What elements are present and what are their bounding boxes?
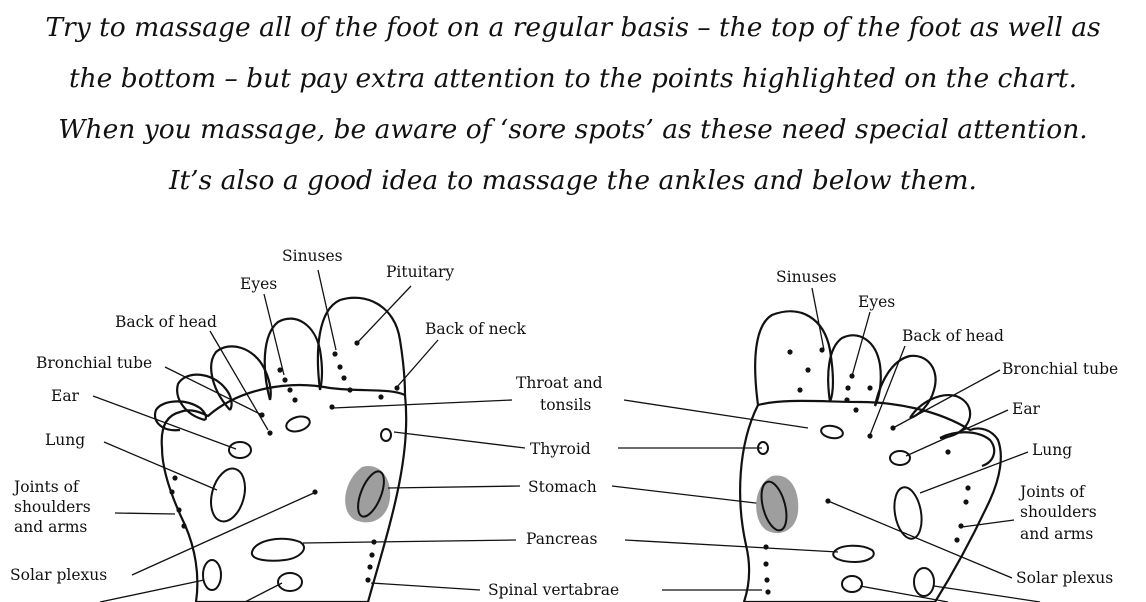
center-label-spinal-vertabrae: Spinal vertabrae <box>488 581 619 599</box>
right-toe-3 <box>873 354 937 420</box>
right-leader-lines <box>811 287 1041 602</box>
right-reflex-dots <box>763 347 971 595</box>
right-foot: Sinuses Eyes Back of head Bronchial tube… <box>739 268 1118 602</box>
foot-reflexology-chart: Sinuses Eyes Pituitary Back of head Back… <box>10 247 1118 602</box>
intro-text: Try to massage all of the foot on a regu… <box>0 0 1146 206</box>
right-label-solar-plexus: Solar plexus <box>1016 569 1113 587</box>
center-label-thyroid: Thyroid <box>530 440 591 458</box>
left-foot: Sinuses Eyes Pituitary Back of head Back… <box>10 247 526 602</box>
left-label-eyes: Eyes <box>240 275 277 293</box>
intro-line-1: Try to massage all of the foot on a regu… <box>45 12 1101 43</box>
right-label-eyes: Eyes <box>858 293 895 311</box>
right-label-joints-1: Joints of <box>1018 483 1086 501</box>
center-label-stomach: Stomach <box>528 478 597 496</box>
left-label-back-of-neck: Back of neck <box>425 320 526 338</box>
right-foot-outline <box>739 399 1002 602</box>
left-leader-lines <box>92 269 439 602</box>
left-toe-3 <box>210 345 272 411</box>
right-throat-organ <box>820 424 844 440</box>
left-toe-5 <box>153 400 208 432</box>
left-label-sinuses: Sinuses <box>282 247 343 265</box>
left-stomach-organ <box>357 470 385 518</box>
right-label-ear: Ear <box>1012 400 1041 418</box>
center-labels: Throat and tonsils Thyroid Stomach Pancr… <box>302 374 839 599</box>
left-throat-organ <box>285 415 311 433</box>
left-toe-2 <box>263 317 323 401</box>
left-ear-organ <box>228 441 252 459</box>
center-label-throat-1: Throat and <box>516 374 603 392</box>
right-toe-5 <box>939 431 996 468</box>
right-label-joints-2: shoulders <box>1020 503 1097 521</box>
right-label-joints-3: and arms <box>1020 525 1093 543</box>
left-lower-organ <box>277 572 303 592</box>
left-label-bronchial-tube: Bronchial tube <box>36 354 152 372</box>
right-lung-organ <box>893 486 923 540</box>
left-pancreas-organ <box>250 537 305 562</box>
right-thyroid-organ <box>757 441 769 455</box>
intro-line-4: It’s also a good idea to massage the ank… <box>169 165 977 196</box>
intro-line-2: the bottom – but pay extra attention to … <box>68 63 1078 94</box>
center-label-throat-2: tonsils <box>540 396 591 414</box>
left-label-joints-2: shoulders <box>14 498 91 516</box>
right-toe-1 <box>754 310 835 406</box>
right-ear-organ <box>889 450 911 466</box>
center-leader-lines <box>302 399 839 591</box>
left-label-joints-1: Joints of <box>12 478 80 496</box>
center-label-pancreas: Pancreas <box>526 530 597 548</box>
right-toe-2 <box>827 334 882 407</box>
left-label-pituitary: Pituitary <box>386 263 454 281</box>
left-label-solar-plexus: Solar plexus <box>10 566 107 584</box>
left-label-joints-3: and arms <box>14 518 87 536</box>
right-pancreas-organ <box>832 544 875 564</box>
left-label-lung: Lung <box>45 431 85 449</box>
right-solar-organ <box>913 567 935 597</box>
left-solar-organ <box>202 559 222 591</box>
right-label-back-of-head: Back of head <box>902 327 1004 345</box>
left-label-back-of-head: Back of head <box>115 313 217 331</box>
intro-line-3: When you massage, be aware of ‘sore spot… <box>58 114 1088 145</box>
right-label-sinuses: Sinuses <box>776 268 837 286</box>
left-thyroid-organ <box>380 428 392 442</box>
left-lung-organ <box>210 467 246 523</box>
left-label-ear: Ear <box>51 387 80 405</box>
left-stomach-shade <box>345 465 391 523</box>
left-reflex-dots <box>169 340 400 583</box>
left-foot-outline <box>160 383 408 602</box>
right-lower-organ <box>841 575 863 593</box>
left-toe-1 <box>316 296 407 396</box>
right-stomach-organ <box>760 480 788 532</box>
right-label-bronchial-tube: Bronchial tube <box>1002 360 1118 378</box>
right-label-lung: Lung <box>1032 441 1072 459</box>
